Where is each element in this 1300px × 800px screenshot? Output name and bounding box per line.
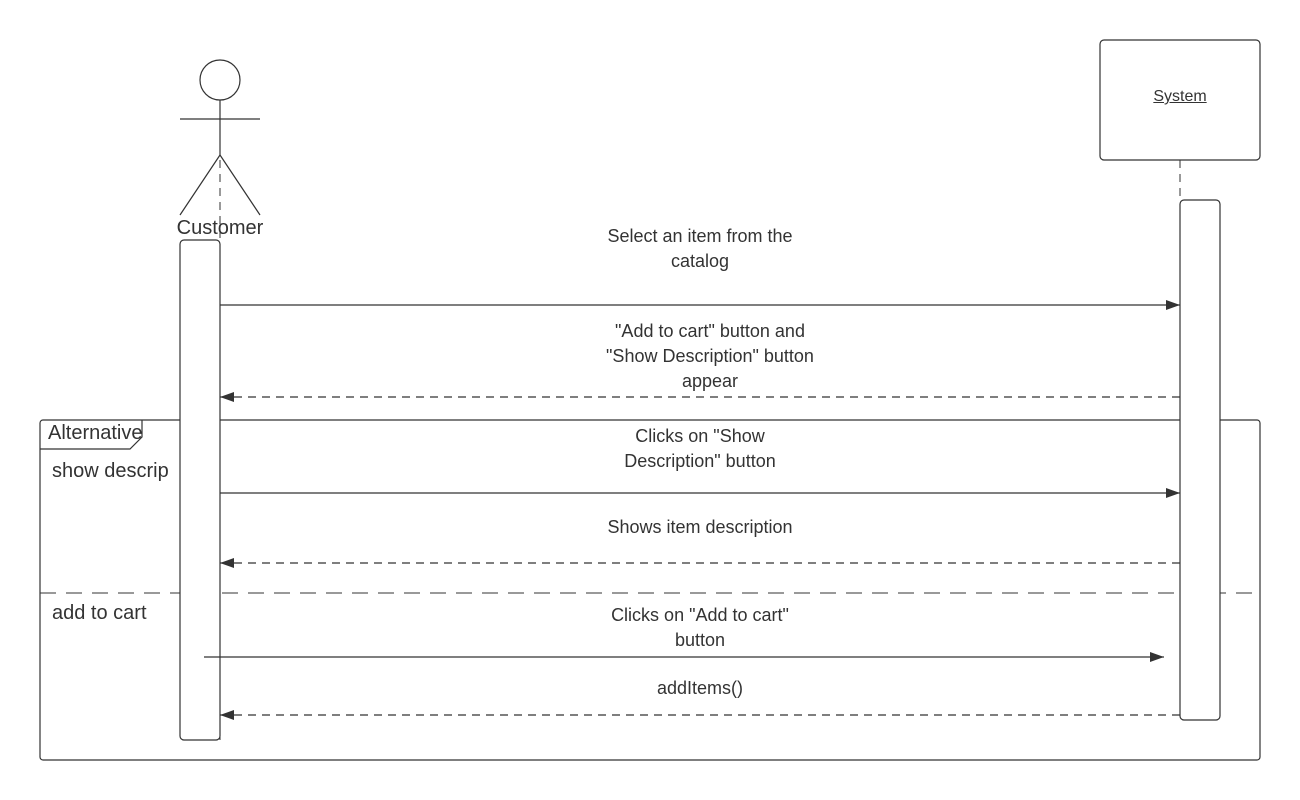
message-label-line: Clicks on "Show — [635, 426, 765, 446]
message-label-line: "Show Description" button — [606, 346, 814, 366]
message-label-line: appear — [681, 371, 739, 391]
fragment-operator-label: Alternative — [48, 422, 143, 444]
message-label-line: "Add to cart" button and — [615, 321, 805, 341]
message-label-shows-description: Shows item description — [500, 515, 900, 540]
message-label-click-show-description: Clicks on "Show Description" button — [500, 424, 900, 474]
system-activation-bar — [1179, 199, 1221, 721]
actor-head — [199, 59, 241, 101]
message-label-buttons-appear: "Add to cart" button and "Show Descripti… — [500, 319, 920, 394]
message-label-add-items: addItems() — [500, 676, 900, 701]
message-label-line: Clicks on "Add to cart" — [611, 605, 789, 625]
message-label-line: Shows item description — [607, 517, 793, 537]
message-label-line: catalog — [670, 251, 730, 271]
message-label-line: button — [674, 630, 726, 650]
system-object-name: System — [1153, 88, 1207, 105]
message-label-line: addItems() — [656, 678, 744, 698]
message-label-line: Description" button — [624, 451, 776, 471]
fragment-guard-show-description: show descrip — [52, 460, 169, 482]
alt-fragment-tab — [40, 420, 143, 450]
message-label-line: Select an item from the — [607, 226, 793, 246]
fragment-guard-add-to-cart: add to cart — [52, 602, 147, 624]
actor-name-label: Customer — [176, 217, 264, 239]
actor-right-leg — [219, 154, 261, 216]
message-label-select-item: Select an item from the catalog — [500, 224, 900, 274]
customer-actor[interactable] — [179, 59, 261, 216]
actor-left-leg — [179, 154, 221, 216]
message-label-click-add-to-cart: Clicks on "Add to cart" button — [500, 603, 900, 653]
customer-activation-bar — [179, 239, 221, 741]
alt-fragment-frame[interactable] — [39, 419, 1261, 761]
